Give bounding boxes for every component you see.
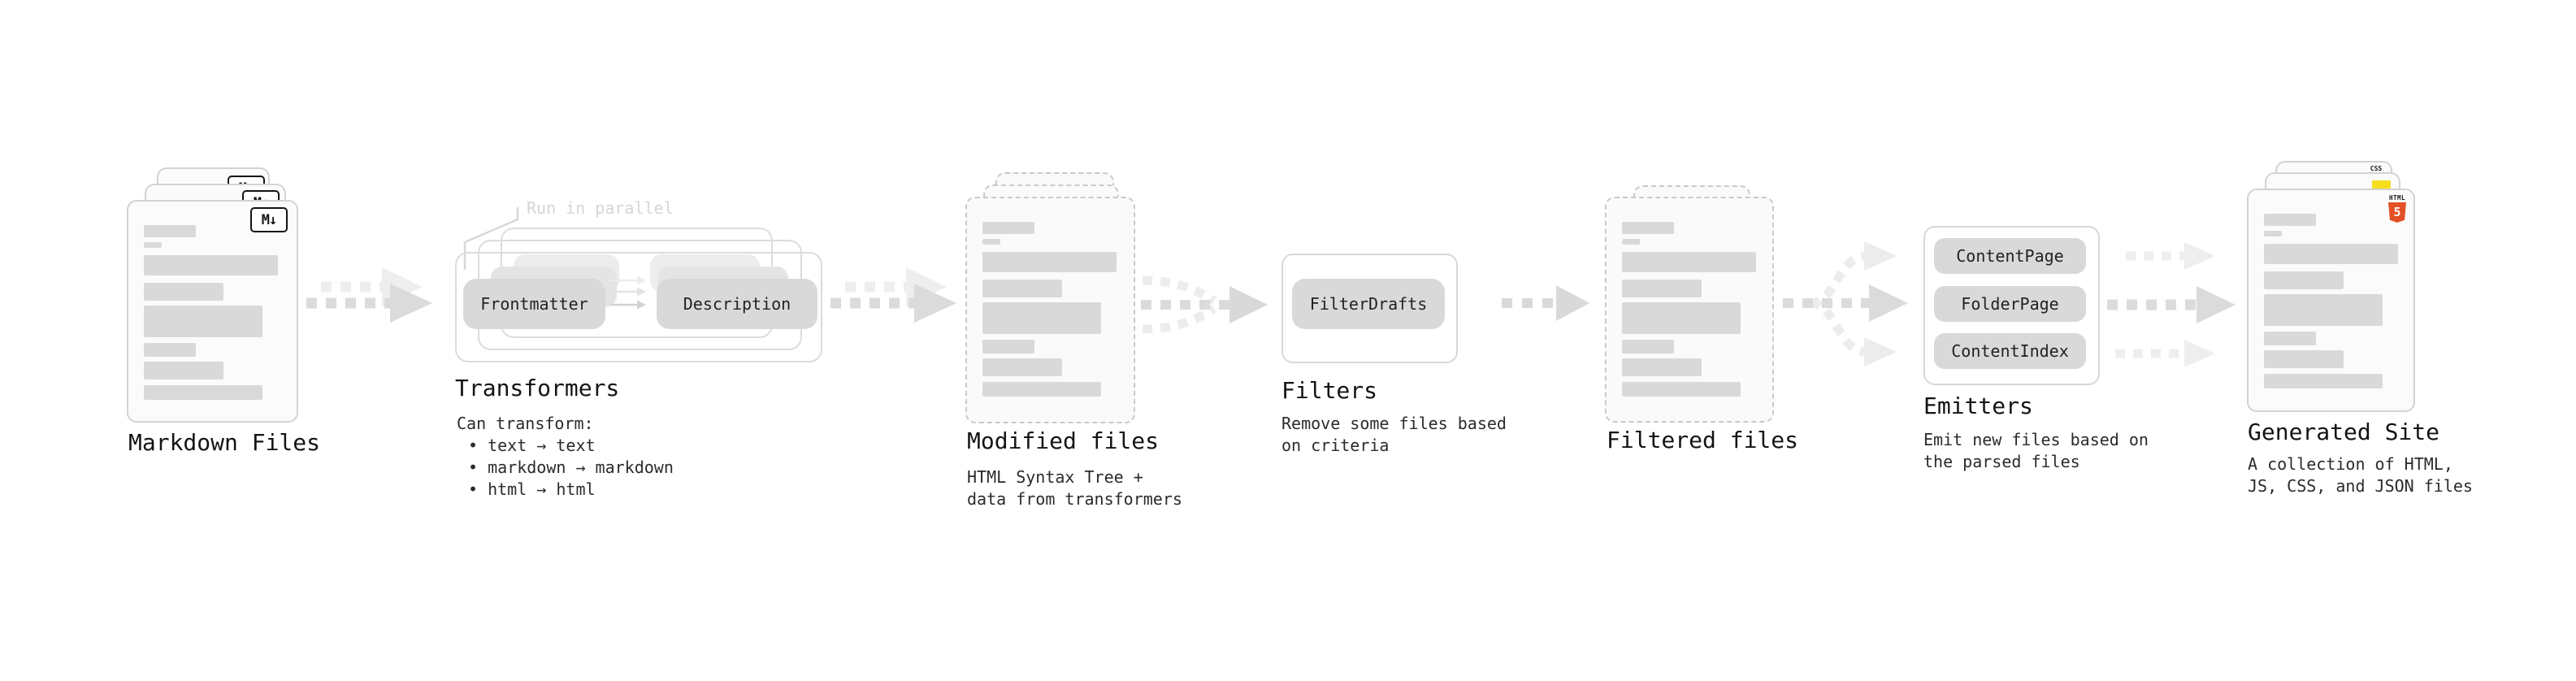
doc-content-bar: [982, 239, 1000, 245]
doc-content-bar: [982, 382, 1101, 397]
emitters-description: Emit new files based on the parsed files: [1923, 429, 2149, 473]
doc-content-bar: [1622, 280, 1702, 297]
transformers-description: Can transform: • text → text • markdown …: [457, 413, 674, 501]
stage-title-markdown-files: Markdown Files: [128, 429, 321, 456]
doc-content-bar: [144, 225, 196, 237]
desc-line: the parsed files: [1923, 452, 2080, 471]
filter-filterdrafts-box: FilterDrafts: [1292, 279, 1445, 329]
doc-content-bar: [2264, 374, 2383, 388]
doc-content-bar: [982, 222, 1034, 234]
doc-content-bar: [982, 252, 1117, 272]
desc-line: • markdown → markdown: [468, 458, 674, 477]
desc-line: on criteria: [1281, 436, 1390, 455]
emitter-contentindex-box: ContentIndex: [1934, 333, 2086, 369]
modified-description: HTML Syntax Tree + data from transformer…: [967, 466, 1182, 510]
stage-title-filtered-files: Filtered files: [1607, 427, 1799, 453]
doc-content-bar: [144, 283, 223, 301]
desc-line: Emit new files based on: [1923, 430, 2149, 449]
arrow-transformers-to-modified: [830, 267, 956, 323]
doc-content-bar: [1622, 239, 1640, 245]
doc-content-bar: [982, 280, 1062, 297]
desc-line: Remove some files based: [1281, 414, 1507, 433]
html5-icon-shield: 5: [2388, 202, 2406, 223]
html5-icon-label: HTML: [2388, 194, 2406, 202]
doc-content-bar: [144, 343, 196, 357]
doc-content-bar: [1622, 252, 1756, 272]
doc-content-bar: [1622, 222, 1674, 234]
doc-content-bar: [2264, 214, 2316, 226]
emitter-folderpage-box: FolderPage: [1934, 286, 2086, 322]
stage-title-filters: Filters: [1281, 377, 1378, 404]
desc-line: A collection of HTML,: [2248, 454, 2453, 474]
doc-content-bar: [144, 255, 278, 275]
doc-content-bar: [1622, 340, 1674, 354]
doc-content-bar: [2264, 350, 2344, 368]
stage-title-modified-files: Modified files: [967, 427, 1160, 454]
arrow-filtered-to-emitters: [1783, 241, 1908, 367]
desc-line: JS, CSS, and JSON files: [2248, 476, 2473, 496]
arrow-emitters-to-site: [2107, 242, 2236, 367]
filters-description: Remove some files based on criteria: [1281, 413, 1507, 457]
run-in-parallel-annotation: Run in parallel: [527, 198, 674, 218]
transform-step-arrows: [610, 275, 646, 310]
transformer-description-box: Description: [657, 279, 817, 329]
doc-content-bar: [144, 362, 223, 380]
filtered-file-card-front: [1605, 197, 1774, 423]
desc-line: • html → html: [468, 479, 596, 499]
site-file-card-html: HTML 5: [2247, 189, 2415, 412]
desc-line: Can transform:: [457, 414, 594, 433]
doc-content-bar: [2264, 231, 2282, 236]
transformer-frontmatter-box: Frontmatter: [463, 279, 605, 329]
arrow-markdown-to-transformers: [306, 267, 432, 323]
doc-content-bar: [982, 302, 1101, 334]
markdown-icon: M↓: [250, 207, 288, 232]
modified-file-card-front: [965, 197, 1135, 423]
desc-line: HTML Syntax Tree +: [967, 467, 1143, 487]
stage-title-emitters: Emitters: [1923, 393, 2033, 419]
doc-content-bar: [982, 340, 1034, 354]
doc-content-bar: [144, 306, 262, 337]
doc-content-bar: [144, 385, 262, 400]
desc-line: • text → text: [468, 436, 596, 455]
html5-icon: HTML 5: [2387, 194, 2407, 223]
transformer-frame-front: [455, 252, 822, 362]
arrow-modified-to-filters: [1141, 275, 1268, 334]
desc-line: data from transformers: [967, 489, 1182, 509]
doc-content-bar: [2264, 294, 2383, 326]
doc-content-bar: [1622, 302, 1741, 334]
doc-content-bar: [2264, 244, 2398, 264]
generated-description: A collection of HTML, JS, CSS, and JSON …: [2248, 453, 2473, 497]
doc-content-bar: [2264, 332, 2316, 345]
doc-content-bar: [144, 242, 162, 248]
doc-content-bar: [1622, 382, 1741, 397]
doc-content-bar: [1622, 358, 1702, 376]
stage-title-transformers: Transformers: [455, 375, 620, 401]
doc-content-bar: [982, 358, 1062, 376]
emitter-contentpage-box: ContentPage: [1934, 238, 2086, 274]
doc-content-bar: [2264, 271, 2344, 289]
arrow-filters-to-filtered: [1502, 285, 1589, 321]
stage-title-generated-site: Generated Site: [2248, 419, 2440, 445]
markdown-file-card-front: M↓: [127, 200, 298, 423]
css-icon-label: CSS: [2370, 165, 2383, 172]
